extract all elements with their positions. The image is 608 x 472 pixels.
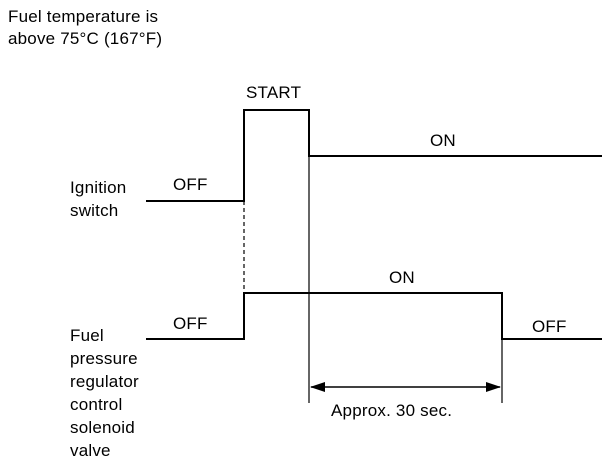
solenoid-valve-label: Fuel pressure regulator control solenoid… <box>70 324 139 462</box>
solenoid-valve-waveform <box>146 292 602 340</box>
solenoid-label-line-6: valve <box>70 441 111 460</box>
solenoid-on-state-label: ON <box>389 268 415 287</box>
ignition-off-state-label: OFF <box>173 175 208 194</box>
solenoid-off-after-state-label: OFF <box>532 317 567 336</box>
solenoid-label-line-5: solenoid <box>70 418 135 437</box>
ignition-on-state-label: ON <box>430 131 456 150</box>
solenoid-off-before-state-label: OFF <box>173 314 208 333</box>
ignition-switch-label-line-1: Ignition <box>70 178 127 197</box>
ignition-switch-label-line-2: switch <box>70 201 119 220</box>
solenoid-label-line-2: pressure <box>70 349 138 368</box>
ignition-switch-label: Ignition switch <box>70 176 126 222</box>
duration-left-arrowhead <box>310 382 325 392</box>
duration-right-arrowhead <box>486 382 501 392</box>
solenoid-label-line-3: regulator <box>70 372 139 391</box>
ignition-switch-waveform <box>146 109 602 202</box>
ignition-start-state-label: START <box>246 83 302 102</box>
condition-heading-line-1: Fuel temperature is <box>8 7 159 26</box>
condition-heading: Fuel temperature is above 75°C (167°F) <box>8 6 162 50</box>
duration-label: Approx. 30 sec. <box>331 401 453 420</box>
solenoid-label-line-1: Fuel <box>70 326 104 345</box>
condition-heading-line-2: above 75°C (167°F) <box>8 29 163 48</box>
solenoid-label-line-4: control <box>70 395 123 414</box>
